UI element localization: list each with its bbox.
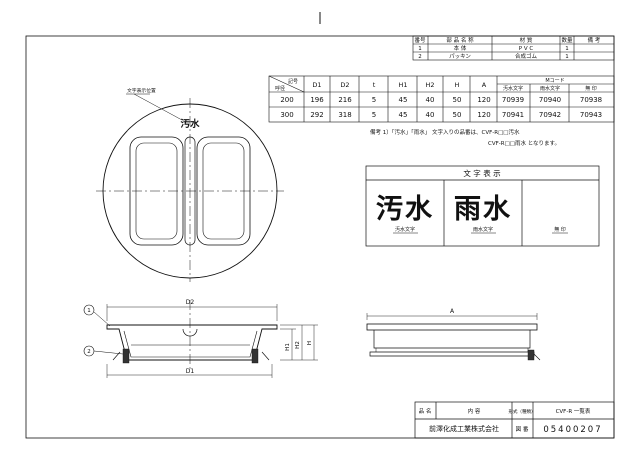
note-line-1: 備考 1）「汚水」「雨水」 文字入りの品番は、CVF-R□□汚水 [370,128,520,136]
spec-r1-c4: 45 [399,96,408,104]
dim-a: A [450,308,455,315]
spec-r2-c7: 120 [477,111,490,119]
spec-h-mcode-osui: 汚水文字 [503,85,523,92]
spec-corner-bottom: 呼径 [275,85,285,92]
spec-r1-c9: 70940 [539,96,561,104]
spec-r2-c9: 70942 [539,111,561,119]
spec-r2-c8: 70941 [502,111,524,119]
tb-drawing-number: 05400207 [543,425,602,435]
spec-r1-c0: 200 [280,96,293,104]
parts-h-note: 備 考 [588,36,601,44]
side-view-left-dims [106,304,318,378]
lettering-caption-none: 無 印 [554,226,566,233]
dim-h1: H1 [285,343,291,351]
spec-corner-top: 記号 [288,78,298,85]
parts-r2-mat: 合成ゴム [515,52,538,60]
spec-r1-c6: 50 [453,96,462,104]
spec-h-mcode: Mコード [545,78,564,84]
spec-r1-c5: 40 [426,96,435,104]
spec-h-mcode-usui: 雨水文字 [540,85,560,92]
parts-r2-qty: 1 [565,54,569,60]
parts-r2-no: 2 [418,54,422,60]
parts-r1-mat: P V C [519,46,534,52]
spec-h-h1: H1 [398,81,407,89]
spec-h-h: H [455,81,460,89]
tb-company: 前澤化成工業株式会社 [429,424,499,433]
spec-r2-c2: 318 [338,111,351,119]
lettering-title: 文 字 表 示 [463,168,501,178]
parts-h-name: 部 品 名 称 [446,36,474,44]
balloon-2 [83,345,124,357]
spec-r2-c3: 5 [372,111,376,119]
balloon-1 [83,304,111,327]
spec-r1-c10: 70938 [580,96,602,104]
tb-type-value: CVF-R 一覧表 [556,407,591,415]
spec-r2-c4: 45 [399,111,408,119]
spec-r1-c2: 216 [338,96,352,104]
parts-r1-no: 1 [418,46,422,52]
dim-h2: H2 [295,341,301,349]
top-view-stamp: 汚水 [180,118,200,130]
lettering-panel [365,165,600,247]
tb-content-label: 内 容 [468,407,481,415]
lettering-glyphs-osui: 汚水 [376,194,434,225]
tb-name-label: 品 名 [419,407,432,415]
frame-border [25,35,615,439]
dim-h: H [307,341,313,345]
side-view-left [106,300,278,372]
spec-r1-c1: 196 [310,96,324,104]
tb-drawing-label: 図 番 [516,426,529,433]
balloon-1-label: 1 [87,308,91,314]
dim-d1: D1 [186,368,195,375]
parts-h-no: 番号 [414,37,426,44]
note-line-2: CVF-R□□雨水 となります。 [488,139,560,147]
parts-h-mat: 材 質 [520,36,533,44]
spec-h-h2: H2 [425,81,434,89]
side-view-right [366,323,541,361]
callout-leader [126,93,183,121]
title-block [414,401,615,439]
spec-r1-c3: 5 [372,96,376,104]
side-view-right-dims [366,313,538,320]
parts-r1-qty: 1 [565,46,569,52]
spec-h-a: A [482,81,487,89]
parts-r1-name: 本 体 [454,44,467,52]
tb-type-label: 形式（種類） [509,408,536,415]
spec-h-t: t [373,81,376,89]
spec-r2-c0: 300 [280,111,293,119]
spec-h-mcode-none: 無 印 [585,85,597,92]
spec-r2-c5: 40 [426,111,435,119]
parts-h-qty: 数量 [561,36,573,44]
lettering-glyphs-usui: 雨水 [454,194,512,225]
spec-r1-c7: 120 [477,96,490,104]
spec-r2-c1: 292 [310,111,323,119]
top-view-callout: 文字表示位置 [127,87,156,94]
spec-r2-c6: 50 [453,111,462,119]
top-view [96,98,284,282]
lettering-caption-osui: 汚水文字 [395,226,415,233]
spec-h-d1: D1 [312,81,321,89]
lettering-caption-usui: 雨水文字 [473,226,493,233]
spec-r2-c10: 70943 [580,111,602,119]
balloon-2-label: 2 [87,349,91,355]
spec-table [268,75,615,123]
parts-table [412,35,615,61]
spec-r1-c8: 70939 [502,96,524,104]
spec-h-d2: D2 [340,81,349,89]
dim-d2: D2 [186,299,195,306]
parts-r2-name: パッキン [449,53,471,60]
